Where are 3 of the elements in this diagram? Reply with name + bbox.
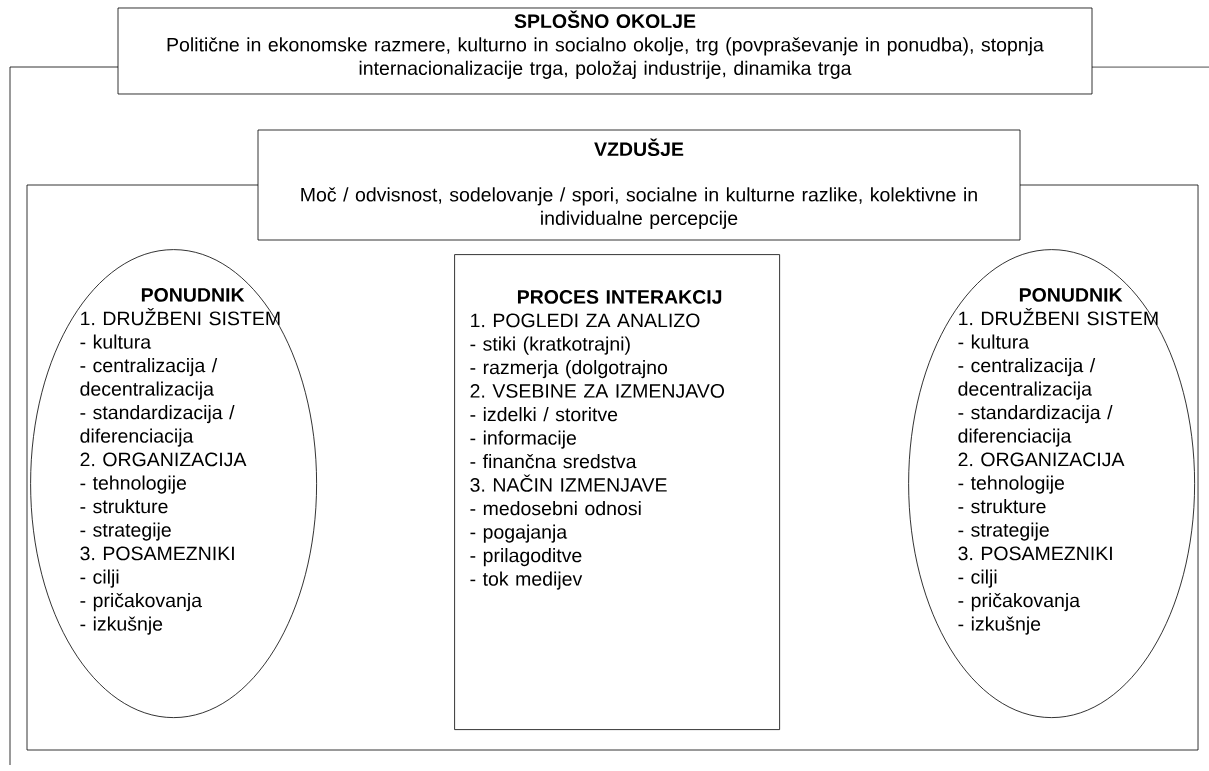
climate-box: VZDUŠJE Moč / odvisnost, sodelovanje / spori, socialne in kulturne razlike, kolektivne in individualne percepcije: [257, 129, 1021, 241]
process-box: PROCES INTERAKCIJ 1. POGLEDI ZA ANALIZO - stiki (kratkotrajni) - razmerja (dolgotrajno 2. VSEBINE ZA IZMENJAVO - izdelki / storitve - informacije - finančna sredstva 3. NAČIN IZMENJAVE - medosebni odnosi - pogajanja - prilagoditve - tok medijev: [454, 254, 780, 730]
environment-box: SPLOŠNO OKOLJE Politične in ekonomske razmere, kulturno in socialno okolje, trg (povpraševanje in ponudba), stopnja internacionalizacije trga, položaj industrije, dinamika trga: [117, 7, 1093, 95]
